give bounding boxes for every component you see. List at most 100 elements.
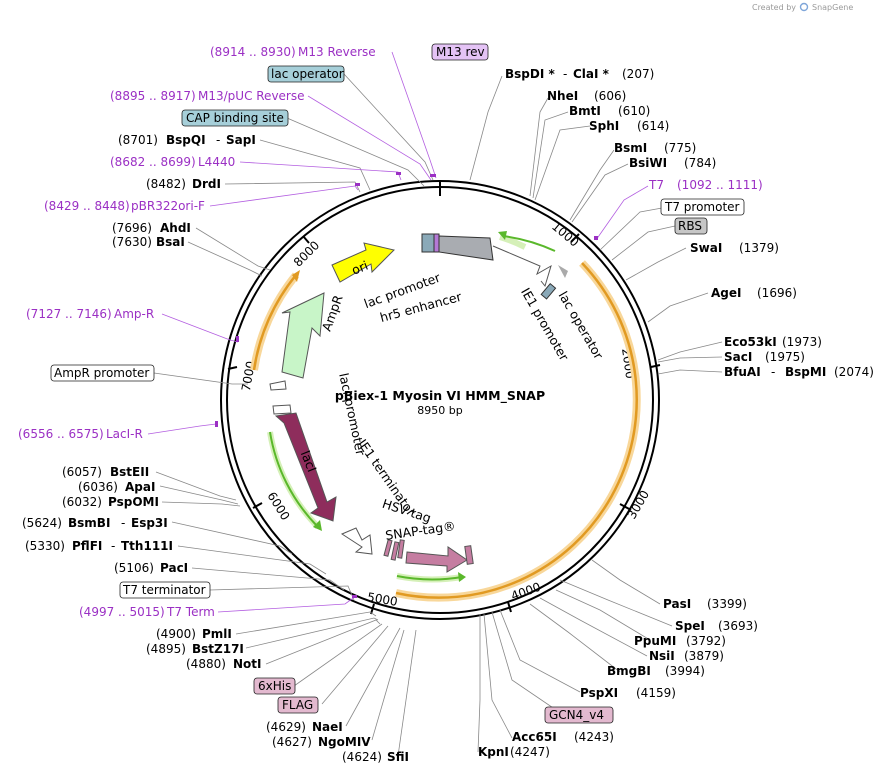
rbs-box[interactable] xyxy=(674,217,708,235)
sfii-label[interactable]: SfiI xyxy=(387,750,409,764)
ppumi-position: (3792) xyxy=(686,634,726,648)
t7-terminator-box[interactable] xyxy=(119,581,211,599)
clai-label[interactable]: ClaI * xyxy=(573,67,610,81)
apai-position: (6036) xyxy=(78,480,118,494)
pmli-position: (4900) xyxy=(156,627,196,641)
gcn4-feature[interactable] xyxy=(464,545,474,565)
flag-feature[interactable] xyxy=(390,541,400,561)
nsii-label[interactable]: NsiI xyxy=(649,649,675,663)
lac-operator-feature-top[interactable] xyxy=(433,233,440,253)
agei-label[interactable]: AgeI xyxy=(711,286,741,300)
ahdi-label[interactable]: AhdI xyxy=(160,221,191,235)
nhei-label[interactable]: NheI xyxy=(547,89,578,103)
t7-promoter-label: T7 promoter xyxy=(664,200,740,214)
eco53ki-label[interactable]: Eco53kI xyxy=(724,335,777,349)
ampr-band-arrow-icon xyxy=(292,270,300,282)
gcn4-box[interactable] xyxy=(544,706,614,724)
pasi-label[interactable]: PasI xyxy=(663,597,691,611)
drdi-label[interactable]: DrdI xyxy=(192,177,221,191)
noti-label[interactable]: NotI xyxy=(233,657,262,671)
pflfi-position: (5330) xyxy=(25,539,65,553)
pflfi-label[interactable]: PflFI xyxy=(72,539,102,553)
kpni-label[interactable]: KpnI xyxy=(478,745,509,759)
bspqi-label[interactable]: BspQI xyxy=(166,133,206,147)
ie1-promoter-feature[interactable] xyxy=(492,245,552,288)
bsteii-label[interactable]: BstEII xyxy=(110,465,149,479)
t7-terminator-label: T7 terminator xyxy=(122,583,206,597)
bsai-label[interactable]: BsaI xyxy=(156,235,185,249)
acc65i-label[interactable]: Acc65I xyxy=(512,730,557,744)
plasmid-size: 8950 bp xyxy=(417,404,462,417)
bsmi-label[interactable]: BsmI xyxy=(614,141,647,155)
bmti-label[interactable]: BmtI xyxy=(569,104,601,118)
swai-label[interactable]: SwaI xyxy=(690,241,722,255)
m13puc-range: (8895 .. 8917) xyxy=(110,89,196,103)
bspmi-label[interactable]: BspMI xyxy=(785,365,826,379)
sapi-label[interactable]: SapI xyxy=(226,133,256,147)
laci-feature[interactable] xyxy=(274,412,337,522)
lac-promoter-feature[interactable] xyxy=(438,235,494,261)
tick-1000: 1000 xyxy=(549,219,581,249)
cap-site-feature[interactable] xyxy=(421,233,435,253)
pspxi-label[interactable]: PspXI xyxy=(580,686,618,700)
pbr322-label[interactable]: pBR322ori-F xyxy=(131,199,205,213)
cap-binding-label: CAP binding site xyxy=(186,111,284,125)
flag-box[interactable] xyxy=(277,696,319,714)
bsiwi-label[interactable]: BsiWI xyxy=(629,156,667,170)
ie1-terminator-feature[interactable] xyxy=(340,527,373,555)
pmli-label[interactable]: PmlI xyxy=(202,627,232,641)
lac-operator-box[interactable] xyxy=(267,65,345,83)
m13puc-label[interactable]: M13/pUC Reverse xyxy=(198,89,305,103)
t7-term-label[interactable]: T7 Term xyxy=(166,605,215,619)
bspdi-label[interactable]: BspDI * xyxy=(505,67,555,81)
ampr-promoter-feature[interactable] xyxy=(269,380,287,391)
saci-label[interactable]: SacI xyxy=(724,350,752,364)
snap-tag-feature[interactable] xyxy=(405,546,468,573)
pspxi-position: (4159) xyxy=(636,686,676,700)
bmti-position: (610) xyxy=(618,104,650,118)
pspomi-label[interactable]: PspOMI xyxy=(108,495,159,509)
l4440-label[interactable]: L4440 xyxy=(198,155,235,169)
credit-brand: SnapGene xyxy=(812,3,853,12)
laci-r-range: (6556 .. 6575) xyxy=(18,427,104,441)
orf-band xyxy=(395,262,638,599)
naei-label[interactable]: NaeI xyxy=(312,720,343,734)
m13-reverse-range: (8914 .. 8930) xyxy=(210,45,296,59)
bsmbi-label[interactable]: BsmBI xyxy=(68,516,110,530)
apai-label[interactable]: ApaI xyxy=(125,480,155,494)
ampr-feature[interactable] xyxy=(281,292,325,379)
nhei-position: (606) xyxy=(594,89,626,103)
sphi-label[interactable]: SphI xyxy=(589,119,619,133)
bstz17i-label[interactable]: BstZ17I xyxy=(192,642,244,656)
ampr-primer-label[interactable]: Amp-R xyxy=(114,307,154,321)
tth111i-label[interactable]: Tth111I xyxy=(121,539,173,553)
t7-promoter-box[interactable] xyxy=(660,198,745,216)
ppumi-label[interactable]: PpuMI xyxy=(634,634,676,648)
t7-label[interactable]: T7 xyxy=(648,178,664,192)
cap-binding-box[interactable] xyxy=(181,109,289,127)
bsai-position: (7630) xyxy=(112,235,152,249)
lac-operator-box-label: lac operator xyxy=(271,67,344,81)
bsmbi-dash: - xyxy=(121,516,125,530)
green-arrowhead-left-icon xyxy=(313,520,322,531)
paci-label[interactable]: PacI xyxy=(160,561,188,575)
m13-rev-box[interactable] xyxy=(431,43,489,61)
his-feature[interactable] xyxy=(397,539,405,559)
esp3i-label[interactable]: Esp3I xyxy=(131,516,168,530)
hsv-tag-feature[interactable] xyxy=(383,539,393,557)
laci-r-label[interactable]: LacI-R xyxy=(106,427,143,441)
swai-position: (1379) xyxy=(739,241,779,255)
gcn4-label: GCN4_v4 xyxy=(549,708,604,722)
his-tag-box[interactable] xyxy=(253,677,296,695)
laci-promoter-feature[interactable] xyxy=(272,404,292,415)
bmgbi-label[interactable]: BmgBI xyxy=(607,664,651,678)
m13-reverse-label[interactable]: M13 Reverse xyxy=(298,45,376,59)
spei-label[interactable]: SpeI xyxy=(675,619,705,633)
pflfi-dash: - xyxy=(111,539,115,553)
bfuai-label[interactable]: BfuAI xyxy=(724,365,761,379)
lac-operator-feature-right[interactable] xyxy=(540,283,557,300)
ampr-promoter-box[interactable] xyxy=(50,364,155,382)
ngomiv-label[interactable]: NgoMIV xyxy=(318,735,371,749)
rbs-feature[interactable] xyxy=(558,265,568,278)
ori-feature[interactable] xyxy=(331,242,395,283)
